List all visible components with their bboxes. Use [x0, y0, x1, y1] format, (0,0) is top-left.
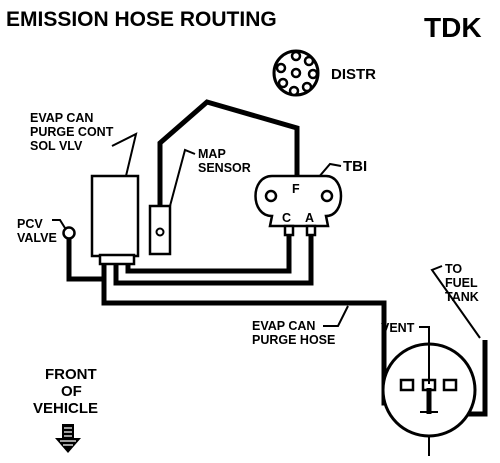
- evap-purge-solenoid: [90, 174, 140, 258]
- vent-leader: [419, 326, 430, 384]
- tbi-unit: [254, 174, 343, 228]
- tbi-port-c: C: [282, 211, 291, 225]
- purge-hose-label-line1: EVAP CAN: [252, 319, 315, 333]
- map-leader: [169, 148, 196, 207]
- pcv-leader: [52, 219, 66, 229]
- tbi-port-f: F: [292, 182, 300, 196]
- pcv-hose: [66, 238, 106, 282]
- tbi-port-a: A: [305, 211, 314, 225]
- evap-sol-label-line2: PURGE CONT: [30, 125, 114, 139]
- evap-solenoid-ports: [98, 253, 136, 266]
- tbi-leader: [317, 162, 342, 179]
- map-to-tbi-hose: [157, 99, 300, 230]
- pcv-label-line2: VALVE: [17, 231, 57, 245]
- fuel-label-line2: FUEL: [445, 276, 478, 290]
- front-label-line2: OF: [61, 383, 82, 400]
- evap-sol-label-line1: EVAP CAN: [30, 111, 93, 125]
- map-label-line1: MAP: [198, 147, 226, 161]
- front-arrow-icon: [55, 424, 81, 453]
- diagram-code: TDK: [424, 12, 482, 43]
- fuel-label-line1: TO: [445, 262, 462, 276]
- pcv-label-line1: PCV: [17, 217, 43, 231]
- diagram-title: EMISSION HOSE ROUTING: [6, 8, 277, 31]
- map-label-line2: SENSOR: [198, 161, 251, 175]
- purge-hose-label-line2: PURGE HOSE: [252, 333, 335, 347]
- fuel-leader: [430, 265, 481, 339]
- tbi-label: TBI: [343, 158, 367, 175]
- sol-to-tbi-c-hose: [125, 233, 292, 274]
- distributor-cap-icon: [272, 49, 320, 97]
- evap-sol-leader: [111, 132, 138, 177]
- distr-label: DISTR: [331, 66, 376, 83]
- purge-hose-leader: [323, 305, 349, 327]
- vent-label: VENT: [381, 321, 415, 335]
- tbi-a-hose: [113, 233, 314, 286]
- front-label-line1: FRONT: [45, 366, 97, 383]
- front-label-line3: VEHICLE: [33, 400, 98, 417]
- evap-sol-label-line3: SOL VLV: [30, 139, 83, 153]
- pcv-valve: [62, 226, 76, 240]
